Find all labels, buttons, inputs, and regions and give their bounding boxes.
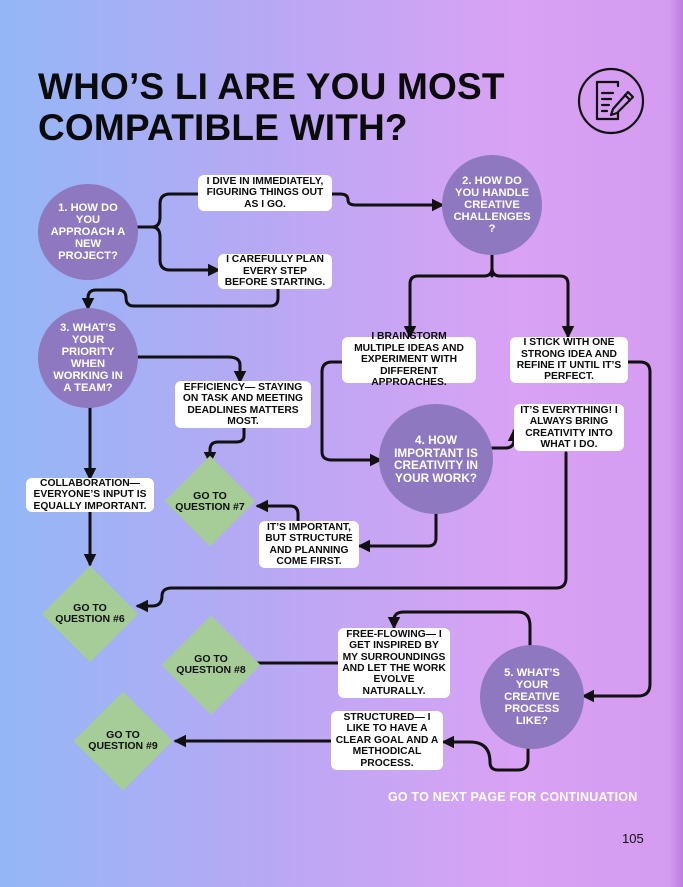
connector-q1-a1b: [136, 225, 221, 277]
answer-structure-first-box: IT’S IMPORTANT, BUT STRUCTURE AND PLANNI…: [259, 521, 359, 568]
question-3-circle: 3. WHAT’S YOUR PRIORITY WHEN WORKING IN …: [38, 308, 138, 408]
answer-structured-box: STRUCTURED— I LIKE TO HAVE A CLEAR GOAL …: [331, 711, 443, 770]
goto-6-label: GO TO QUESTION #6: [55, 601, 125, 625]
answer-free-flowing-box: FREE-FLOWING— I GET INSPIRED BY MY SURRO…: [338, 628, 450, 698]
connector-q5-a5a: [387, 610, 532, 648]
connector-a1a-q2: [326, 192, 445, 212]
goto-7-label: GO TO QUESTION #7: [175, 489, 245, 513]
question-4-circle: 4. HOW IMPORTANT IS CREATIVITY IN YOUR W…: [379, 404, 493, 514]
connector-a2a-q4: [320, 360, 383, 467]
title-line-1: WHO’S LI ARE YOU MOST: [38, 66, 505, 107]
answer-collaboration-box: COLLABORATION— EVERYONE’S INPUT IS EQUAL…: [26, 478, 154, 512]
page-edge-shade: [669, 0, 683, 887]
answer-brainstorm-box: I BRAINSTORM MULTIPLE IDEAS AND EXPERIME…: [342, 331, 476, 388]
goto-8-label: GO TO QUESTION #8: [176, 652, 246, 676]
goto-9-label: GO TO QUESTION #9: [88, 728, 158, 752]
connector-q3-a3a: [134, 355, 247, 384]
connector-q2-a2b: [490, 266, 575, 339]
connector-q4-a4a: [486, 428, 521, 450]
connector-a3a-go7: [203, 426, 246, 465]
question-1-circle: 1. HOW DO YOU APPROACH A NEW PROJECT?: [38, 184, 138, 280]
connector-q2-a2a: [403, 266, 494, 339]
connector-a4b-go7: [255, 499, 300, 524]
connector-a4a-go6: [135, 451, 568, 613]
connector-q5-a5b: [441, 735, 530, 772]
question-2-circle: 2. HOW DO YOU HANDLE CREATIVE CHALLENGES…: [442, 155, 542, 255]
page-title: WHO’S LI ARE YOU MOST COMPATIBLE WITH?: [38, 66, 505, 148]
connector-a2b-q5: [581, 360, 652, 703]
connector-q4-a4b: [357, 510, 438, 553]
answer-everything-box: IT’S EVERYTHING! I ALWAYS BRING CREATIVI…: [514, 404, 624, 451]
next-page-cta: GO TO NEXT PAGE FOR CONTINUATION: [388, 790, 638, 804]
answer-efficiency-box: EFFICIENCY— STAYING ON TASK AND MEETING …: [175, 381, 311, 428]
connector-a1b-q3: [81, 283, 280, 311]
answer-plan-box: I CAREFULLY PLAN EVERY STEP BEFORE START…: [218, 254, 332, 289]
page-number: 105: [622, 831, 644, 846]
document-pen-icon: [577, 67, 645, 135]
question-5-circle: 5. WHAT’S YOUR CREATIVE PROCESS LIKE?: [480, 645, 584, 749]
title-line-2: COMPATIBLE WITH?: [38, 107, 408, 148]
answer-one-idea-box: I STICK WITH ONE STRONG IDEA AND REFINE …: [510, 337, 628, 383]
answer-dive-in-box: I DIVE IN IMMEDIATELY, FIGURING THINGS O…: [198, 175, 332, 211]
